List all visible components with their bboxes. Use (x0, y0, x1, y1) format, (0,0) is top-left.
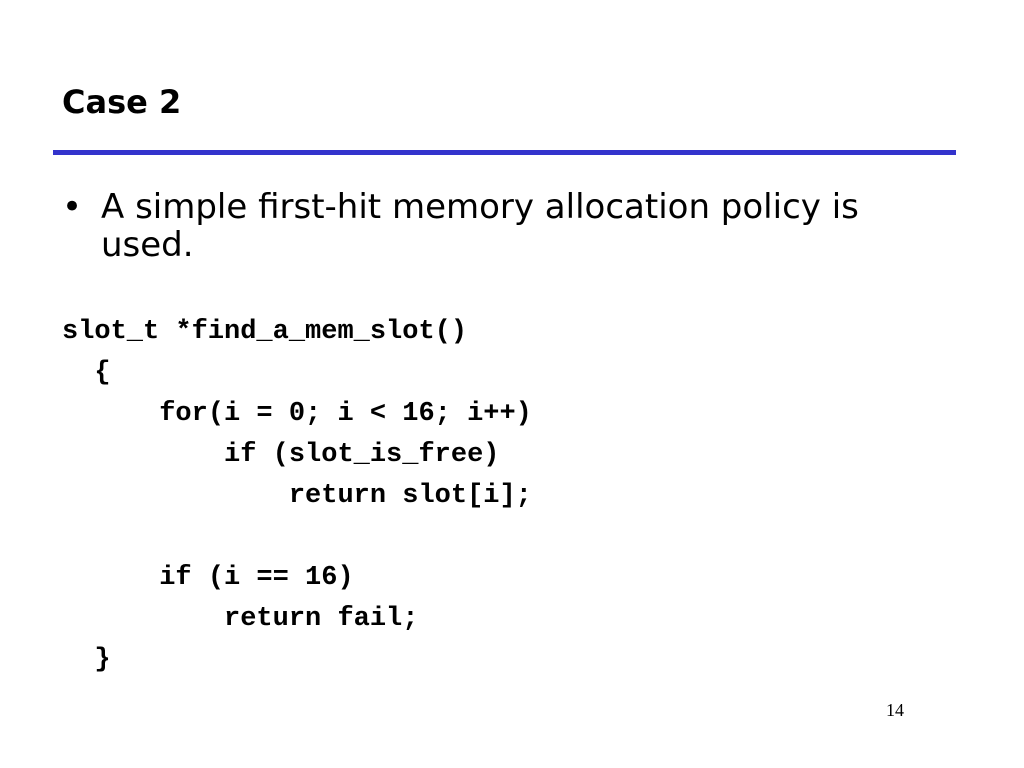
code-listing: slot_t *find_a_mem_slot() { for(i = 0; i… (62, 312, 532, 681)
code-line: return fail; (62, 604, 419, 634)
code-line: { (62, 358, 111, 388)
code-line: slot_t *find_a_mem_slot() (62, 317, 468, 347)
code-line: return slot[i]; (62, 481, 532, 511)
page-number: 14 (886, 700, 904, 720)
code-line (62, 517, 532, 558)
slide-title: Case 2 (62, 83, 182, 121)
bullet-text: A simple first-hit memory allocation pol… (101, 187, 859, 265)
bullet-marker: • (62, 187, 83, 227)
code-line: } (62, 645, 111, 675)
code-line: for(i = 0; i < 16; i++) (62, 399, 532, 429)
code-line: if (slot_is_free) (62, 440, 500, 470)
title-divider (53, 150, 956, 155)
code-line: if (i == 16) (62, 563, 354, 593)
